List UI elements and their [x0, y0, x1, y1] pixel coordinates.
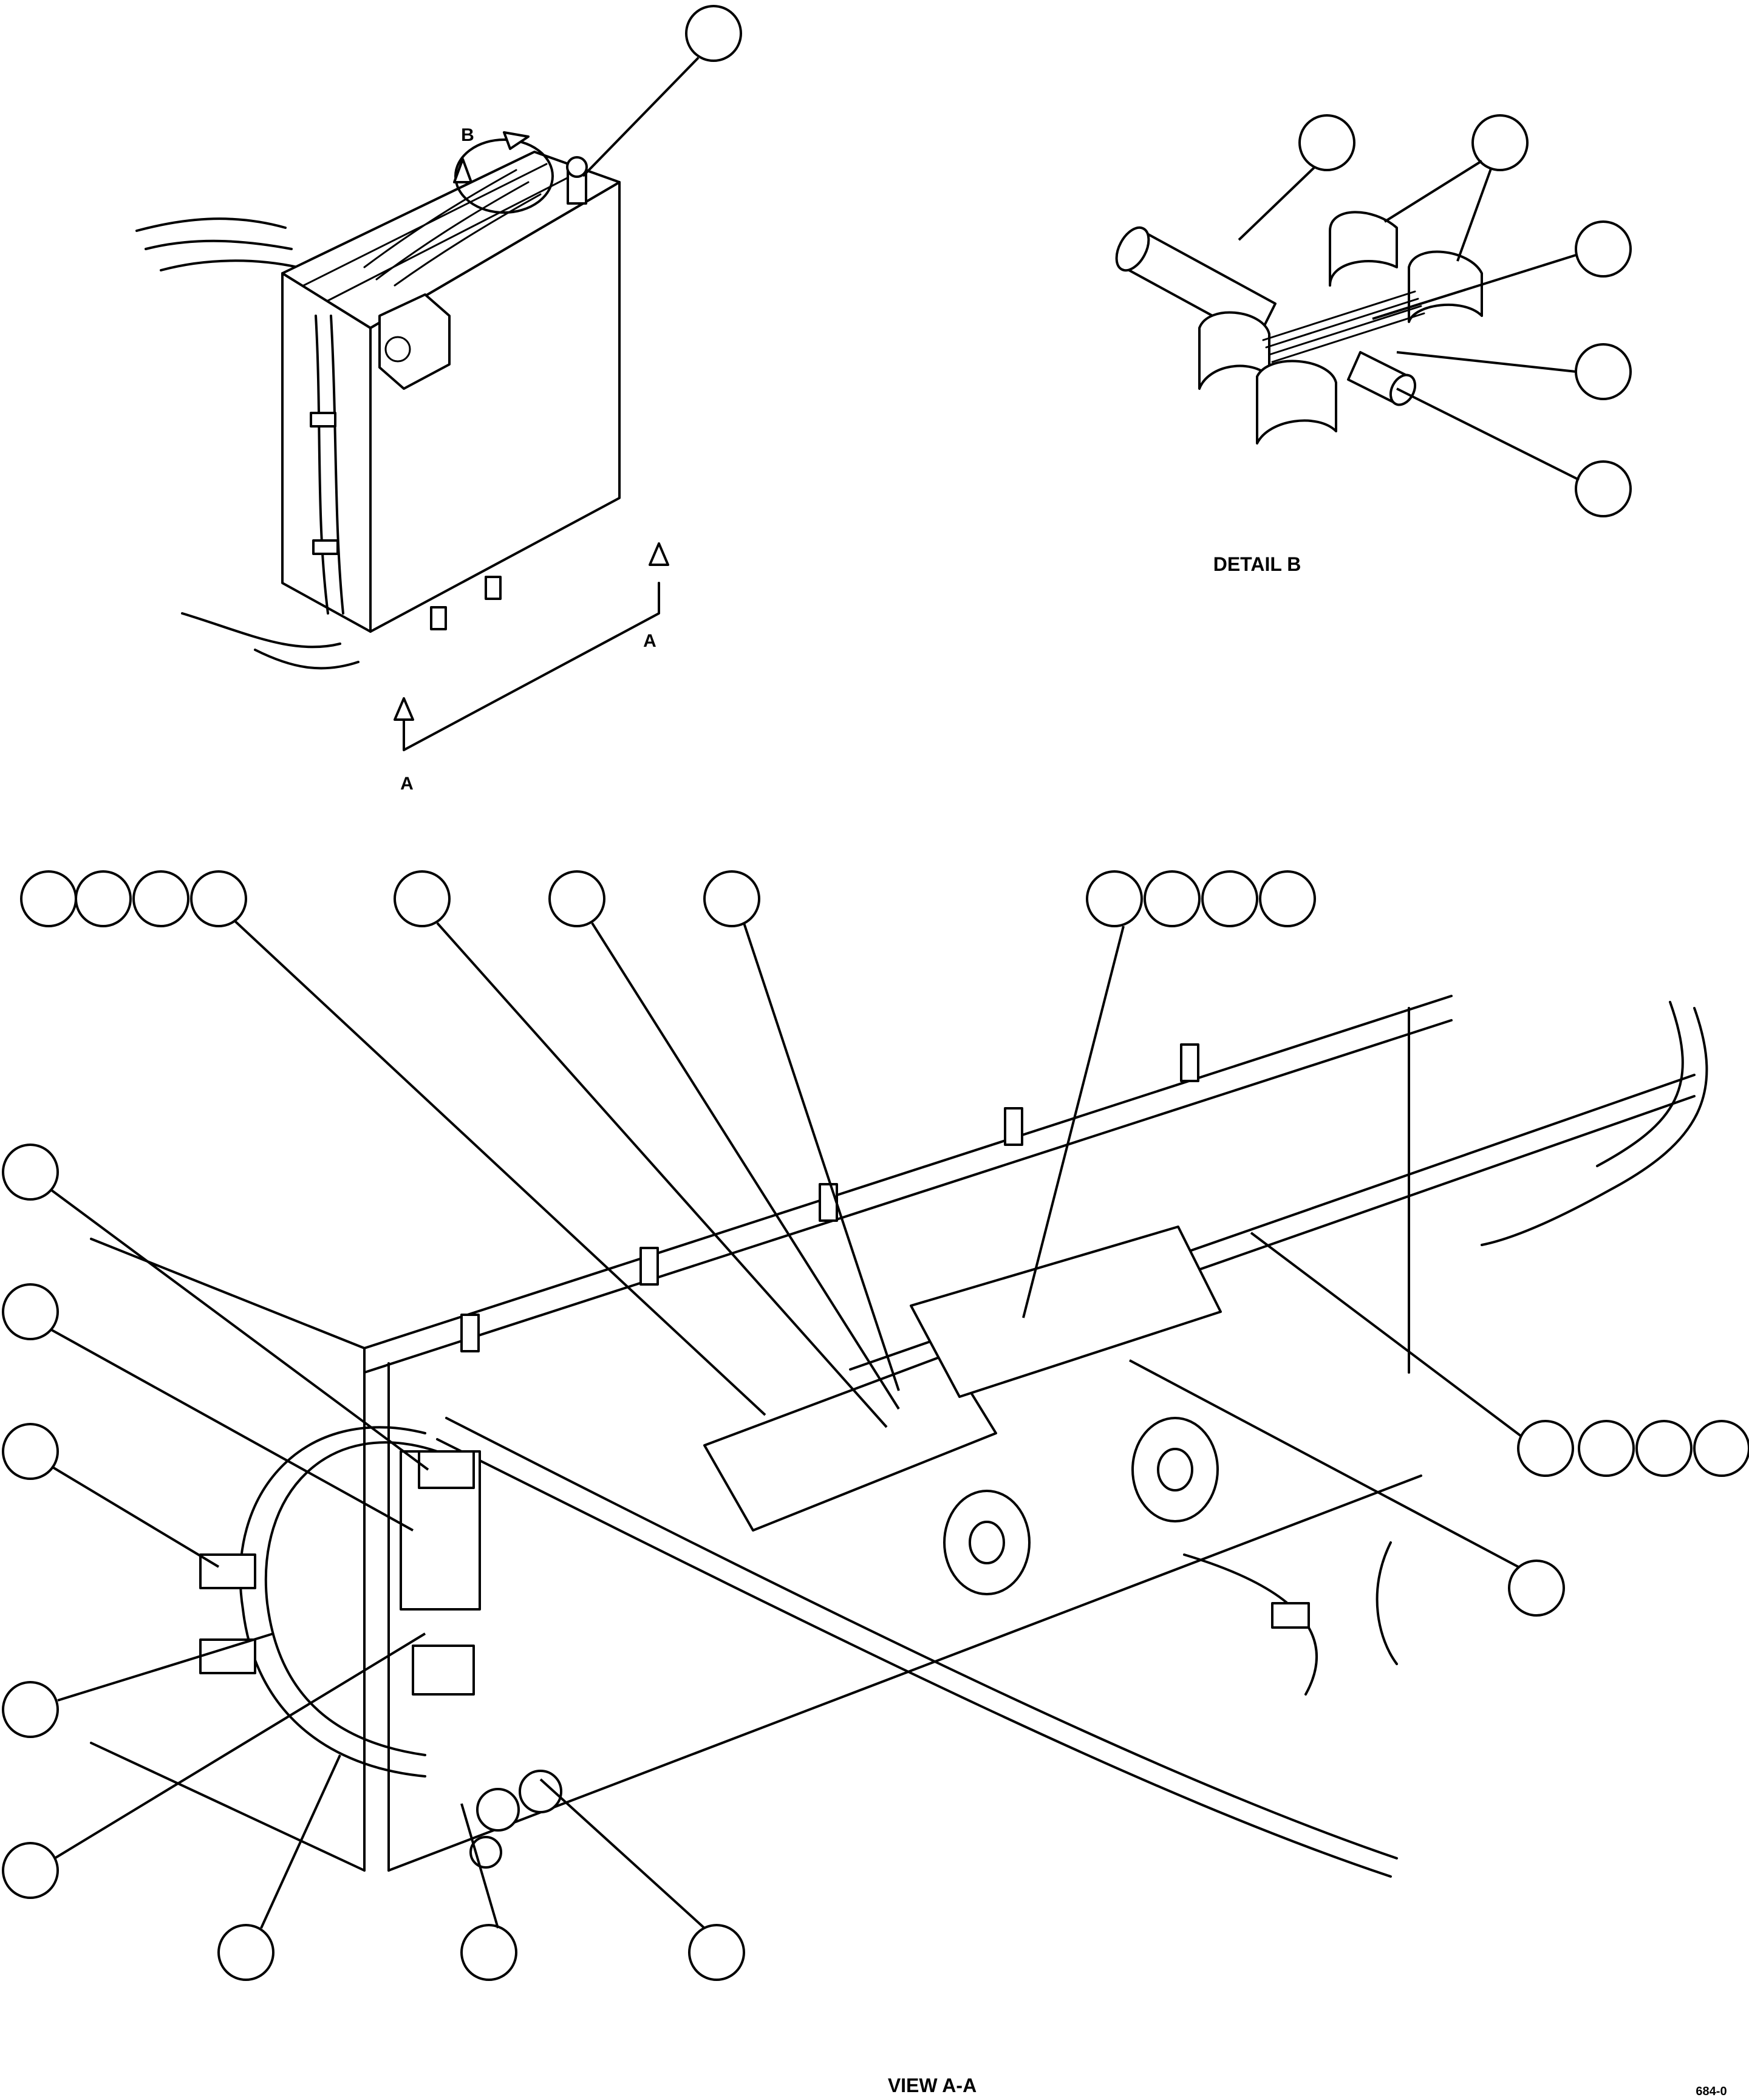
callout-bubble [548, 870, 605, 927]
view-letter-b: B [461, 125, 474, 145]
callout-bubble [20, 870, 77, 927]
callout-bubble [1575, 343, 1632, 400]
callout-bubble [703, 870, 760, 927]
callout-bubble [1517, 1420, 1574, 1477]
callout-bubble [1259, 870, 1316, 927]
callout-bubble [217, 1924, 274, 1981]
callout-bubble [688, 1924, 745, 1981]
figure-id: 684-0 [1696, 2085, 1727, 2098]
view-a-a: VIEW A-A 684-0 [2, 870, 1749, 2098]
callout-bubble [1086, 870, 1143, 927]
detail-caption: DETAIL B [1213, 553, 1301, 575]
callout-bubble [2, 1283, 59, 1340]
panel-assembly-view: B A A [135, 5, 742, 794]
detail-b-view: DETAIL B [1115, 114, 1632, 575]
callout-bubble [1693, 1420, 1749, 1477]
callout-bubble [1201, 870, 1258, 927]
callout-bubble [2, 1144, 59, 1201]
callout-bubble [1575, 460, 1632, 517]
callout-bubble [2, 1681, 59, 1738]
callout-bubble [460, 1924, 517, 1981]
callout-bubble [190, 870, 247, 927]
view-letter-a-right: A [643, 631, 656, 651]
callout-bubble [2, 1423, 59, 1480]
callout-bubble [685, 5, 742, 62]
view-letter-a-left: A [400, 774, 414, 794]
callout-bubble [2, 1842, 59, 1899]
callout-bubble [132, 870, 189, 927]
callout-bubble [1471, 114, 1529, 171]
callout-bubble [1298, 114, 1355, 171]
view-caption: VIEW A-A [888, 2074, 977, 2096]
callout-bubble [1144, 870, 1201, 927]
callout-bubble [1635, 1420, 1693, 1477]
callout-bubble [1508, 1560, 1565, 1617]
callout-bubble [1578, 1420, 1635, 1477]
callout-bubble [75, 870, 132, 927]
callout-bubble [394, 870, 451, 927]
callout-bubble [1575, 220, 1632, 278]
